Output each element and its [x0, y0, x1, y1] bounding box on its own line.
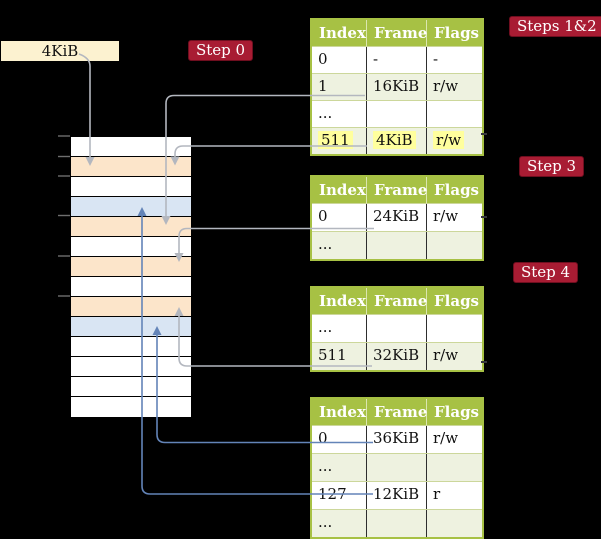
frame-size-label: 4KiB [41, 42, 79, 60]
table-cell [427, 101, 482, 127]
table-cell [367, 454, 427, 481]
page-table-walk-diagram: { "frame_box": {"label": "4KiB"}, "step_… [1, 16, 601, 539]
steps-1-2-badge: Steps 1&2 [509, 16, 601, 37]
column-header: Flags [434, 24, 479, 42]
table-cell: r/w [433, 77, 459, 95]
memory-frame-row [71, 237, 191, 257]
column-header: Frame [367, 288, 427, 314]
highlighted-value: 511 [318, 131, 353, 149]
column-header: Index [312, 20, 367, 46]
memory-frame-row [71, 317, 191, 337]
memory-frame-row [71, 357, 191, 377]
table-cell: r/w [433, 207, 459, 225]
table-cell: ... [312, 315, 367, 342]
step-0-badge: Step 0 [188, 40, 254, 61]
table-cell: ... [312, 101, 367, 127]
column-header: Index [312, 288, 367, 314]
table-cell: 36KiB [367, 426, 427, 453]
table-cell: ... [312, 510, 367, 537]
table-row: ... [312, 314, 482, 342]
memory-frame-row [71, 297, 191, 317]
table-cell: 127 [312, 482, 367, 509]
table-cell: 12KiB [367, 482, 427, 509]
column-header: Flags [434, 181, 479, 199]
table-cell: 32KiB [367, 343, 427, 370]
table-cell: 0 [312, 204, 367, 231]
table-row: ... [312, 509, 482, 537]
table-cell: r/w [427, 128, 482, 154]
table-cell [367, 315, 427, 342]
memory-frame-row [71, 177, 191, 197]
memory-frame-row [71, 217, 191, 237]
table-row: 0-- [312, 46, 482, 73]
table-cell: 16KiB [367, 74, 427, 100]
step-4-badge: Step 4 [513, 262, 579, 283]
table-cell: - [433, 50, 439, 68]
table-cell: ... [312, 454, 367, 481]
table-cell: 24KiB [367, 204, 427, 231]
table-cell: 0 [312, 47, 367, 73]
highlighted-value: 4KiB [373, 131, 416, 149]
table-row: ... [312, 231, 482, 259]
table-cell: 511 [312, 343, 367, 370]
table-cell: 511 [312, 128, 367, 154]
column-header: Index [312, 177, 367, 203]
step-3-badge: Step 3 [519, 156, 585, 177]
table-cell: 0 [312, 426, 367, 453]
table-cell [427, 510, 482, 537]
column-header: Frame [367, 177, 427, 203]
column-header: Flags [434, 403, 479, 421]
table-cell: ... [312, 232, 367, 259]
memory-frame-row [71, 277, 191, 297]
table-cell: r [433, 485, 441, 503]
table-cell: 4KiB [367, 128, 427, 154]
table-cell [367, 510, 427, 537]
table-cell: r/w [433, 429, 459, 447]
physical-memory-column [70, 136, 192, 418]
memory-frame-row [71, 137, 191, 157]
table-row: ... [312, 100, 482, 127]
table-cell [427, 315, 482, 342]
column-header: Flags [434, 292, 479, 310]
column-header: Frame [367, 20, 427, 46]
table-cell: - [367, 47, 427, 73]
table-row: 511 4KiB r/w [312, 127, 482, 154]
memory-frame-row [71, 377, 191, 397]
table-cell: 1 [312, 74, 367, 100]
table-cell [427, 454, 482, 481]
table-cell [427, 232, 482, 259]
column-header: Index [312, 399, 367, 425]
memory-frame-row [71, 397, 191, 417]
frame-size-box: 4KiB [1, 41, 119, 61]
table-row: ... [312, 453, 482, 481]
memory-frame-row [71, 157, 191, 177]
table-cell: r/w [433, 346, 459, 364]
table-cell [367, 101, 427, 127]
table-cell [367, 232, 427, 259]
memory-frame-row [71, 257, 191, 277]
memory-frame-row [71, 197, 191, 217]
memory-frame-row [71, 337, 191, 357]
column-header: Frame [367, 399, 427, 425]
highlighted-value: r/w [433, 131, 465, 149]
